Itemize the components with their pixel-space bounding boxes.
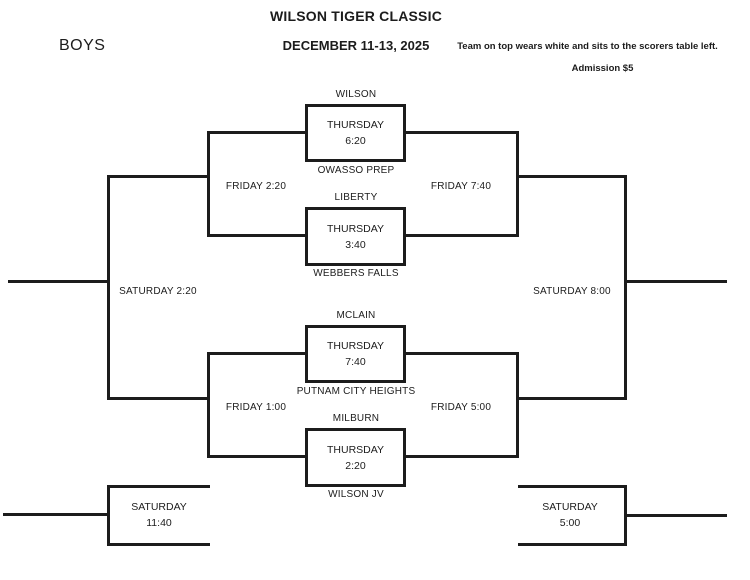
team-name-game2-top: LIBERTY [334, 192, 378, 203]
extra-left-box-bottom-edge [107, 543, 210, 546]
bracket-line-game3-left [207, 352, 305, 355]
extra-game-right: SATURDAY 5:00 [521, 499, 619, 531]
extra-game-right-time: 5:00 [559, 517, 581, 529]
extra-game-left-day: SATURDAY [131, 501, 187, 513]
bracket-line-right-top-vertical [516, 131, 519, 237]
game3-box: THURSDAY 7:40 [305, 325, 406, 383]
extra-left-box-stub [3, 513, 107, 516]
game1-time: 6:20 [345, 135, 366, 147]
bracket-line-game2-right [406, 234, 519, 237]
bracket-line-right-semi-bottom-stub [516, 397, 627, 400]
bracket-line-left-semi-bottom-stub [107, 397, 210, 400]
extra-right-box-right-edge [624, 485, 627, 546]
extra-game-left: SATURDAY 11:40 [110, 499, 208, 531]
team-name-game1-bottom: OWASSO PREP [317, 165, 395, 176]
bracket-line-right-bottom-vertical [516, 352, 519, 458]
admission-note: Admission $5 [571, 63, 634, 74]
bracket-line-game1-right [406, 131, 519, 134]
bracket-line-game4-left [207, 455, 305, 458]
event-dates: DECEMBER 11-13, 2025 [282, 38, 430, 53]
round-label-saturday-800: SATURDAY 8:00 [533, 286, 611, 297]
uniform-note: Team on top wears white and sits to the … [457, 41, 718, 52]
bracket-line-left-semi-top-stub [107, 175, 210, 178]
game1-day: THURSDAY [327, 119, 384, 131]
extra-game-left-time: 11:40 [146, 517, 172, 529]
team-name-game4-bottom: WILSON JV [328, 489, 384, 500]
game2-day: THURSDAY [327, 222, 384, 235]
team-name-game3-bottom: PUTNAM CITY HEIGHTS [296, 386, 416, 397]
extra-left-box-top-edge [107, 485, 210, 488]
team-name-game3-top: MCLAIN [336, 310, 376, 321]
extra-right-box-top-edge [518, 485, 627, 488]
bracket-line-left-bottom-vertical [207, 352, 210, 458]
bracket-line-game1-left [207, 131, 305, 134]
game3-day: THURSDAY [327, 340, 384, 352]
round-label-saturday-220: SATURDAY 2:20 [119, 286, 197, 297]
bracket-line-left-top-vertical [207, 131, 210, 237]
game1-box: THURSDAY 6:20 [305, 104, 406, 162]
team-name-game1-top: WILSON [335, 89, 377, 100]
bracket-line-right-semi-top-stub [516, 175, 627, 178]
bracket-line-game3-right [406, 352, 519, 355]
game4-time: 2:20 [345, 459, 366, 472]
game4-day: THURSDAY [327, 443, 384, 456]
bracket-line-right-final-stub [627, 280, 727, 283]
bracket-line-game4-right [406, 455, 519, 458]
bracket-line-game2-left [207, 234, 305, 237]
division-label: BOYS [59, 37, 106, 54]
extra-right-box-stub [627, 514, 727, 517]
game3-time: 7:40 [345, 356, 366, 368]
bracket-line-left-final-stub [8, 280, 107, 283]
round-label-friday-100: FRIDAY 1:00 [225, 402, 287, 413]
bracket-line-right-main-vertical [624, 175, 627, 400]
round-label-friday-220: FRIDAY 2:20 [225, 181, 287, 192]
game2-time: 3:40 [345, 238, 366, 251]
game2-box: THURSDAY 3:40 [305, 207, 406, 266]
extra-right-box-bottom-edge [518, 543, 627, 546]
team-name-game4-top: MILBURN [332, 413, 380, 424]
page-title: WILSON TIGER CLASSIC [270, 8, 442, 24]
round-label-friday-740: FRIDAY 7:40 [430, 181, 492, 192]
extra-game-right-day: SATURDAY [542, 501, 598, 513]
game4-box: THURSDAY 2:20 [305, 428, 406, 487]
team-name-game2-bottom: WEBBERS FALLS [313, 268, 399, 279]
extra-left-box-left-edge [107, 485, 110, 546]
round-label-friday-500: FRIDAY 5:00 [430, 402, 492, 413]
bracket-line-left-main-vertical [107, 175, 110, 400]
